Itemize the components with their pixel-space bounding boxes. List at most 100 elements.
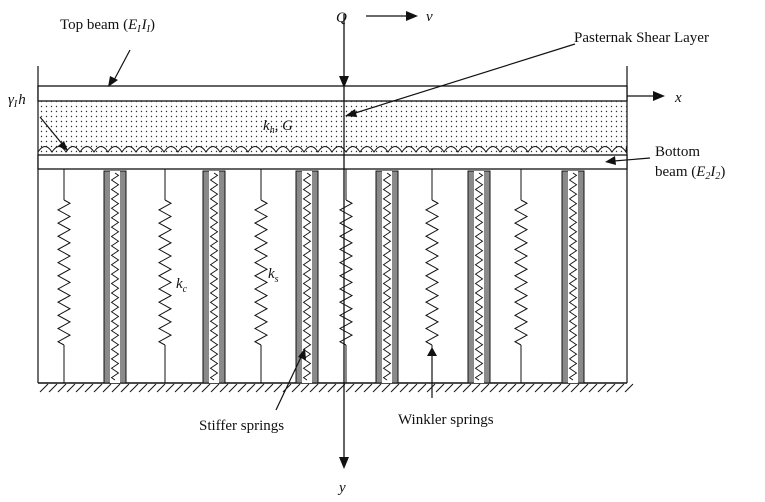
hatch-mark xyxy=(111,383,121,393)
hatch-mark xyxy=(480,383,490,393)
hatch-mark xyxy=(390,383,400,393)
top-beam-label: Top beam (EIII) xyxy=(60,17,155,35)
hatch-mark xyxy=(615,383,625,393)
hatch-mark xyxy=(120,383,130,393)
stiffer-springs-leader xyxy=(275,354,303,411)
hatch-mark xyxy=(93,383,103,393)
hatch-mark xyxy=(444,383,454,393)
stiffer-spring xyxy=(295,170,319,384)
bottom-beam-label-line2: beam (E2I2) xyxy=(655,164,725,182)
hatch-mark xyxy=(516,383,526,393)
y-axis-label: y xyxy=(337,480,346,496)
hatch-mark xyxy=(561,383,571,393)
hatch-mark xyxy=(606,383,616,393)
ks-label: ks xyxy=(268,266,279,285)
hatch-mark xyxy=(255,383,265,393)
top-beam xyxy=(37,85,628,102)
ground-hatching xyxy=(39,383,634,393)
hatch-mark xyxy=(534,383,544,393)
winkler-springs-label: Winkler springs xyxy=(398,412,494,428)
hatch-mark xyxy=(102,383,112,393)
bottom-beam xyxy=(37,154,628,170)
gamma-h-label: γIh xyxy=(8,92,26,110)
winkler-spring xyxy=(157,169,173,383)
stiffer-spring xyxy=(202,170,226,384)
gamma-leader-head xyxy=(58,141,68,151)
hatch-mark xyxy=(453,383,463,393)
winkler-spring xyxy=(513,169,529,383)
hatch-mark xyxy=(624,383,634,393)
hatch-mark xyxy=(57,383,67,393)
hatch-mark xyxy=(264,383,274,393)
top-beam-leader-head xyxy=(108,76,118,87)
velocity-label: v xyxy=(426,9,433,25)
hatch-mark xyxy=(192,383,202,393)
hatch-mark xyxy=(183,383,193,393)
hatch-mark xyxy=(507,383,517,393)
hatch-mark xyxy=(309,383,319,393)
kc-label: kc xyxy=(176,276,188,295)
hatch-mark xyxy=(579,383,589,393)
hatch-mark xyxy=(525,383,535,393)
hatch-mark xyxy=(462,383,472,393)
stiffer-spring xyxy=(467,170,491,384)
hatch-mark xyxy=(129,383,139,393)
shear-layer-leader-head xyxy=(345,109,357,117)
load-label: Q xyxy=(336,10,347,26)
winkler-springs-group xyxy=(56,169,529,383)
hatch-mark xyxy=(372,383,382,393)
stiffer-springs-group xyxy=(103,170,585,384)
hatch-mark xyxy=(246,383,256,393)
hatch-mark xyxy=(138,383,148,393)
hatch-mark xyxy=(327,383,337,393)
hatch-mark xyxy=(165,383,175,393)
hatch-mark xyxy=(201,383,211,393)
hatch-mark xyxy=(147,383,157,393)
hatch-mark xyxy=(273,383,283,393)
stiffer-spring xyxy=(103,170,127,384)
kh-g-label: kh, G xyxy=(263,118,293,136)
top-beam-leader xyxy=(112,49,131,83)
shear-layer-leader xyxy=(351,43,576,115)
hatch-mark xyxy=(174,383,184,393)
hatch-mark xyxy=(228,383,238,393)
stiffer-springs-label: Stiffer springs xyxy=(199,418,284,434)
gamma-leader xyxy=(39,116,64,146)
velocity-arrowhead xyxy=(406,11,418,21)
stiffer-spring xyxy=(375,170,399,384)
hatch-mark xyxy=(489,383,499,393)
hatch-mark xyxy=(84,383,94,393)
hatch-mark xyxy=(219,383,229,393)
stiffer-spring xyxy=(561,170,585,384)
winkler-springs-leader-head xyxy=(427,347,437,356)
hatch-mark xyxy=(471,383,481,393)
bottom-beam-leader-head xyxy=(605,156,616,165)
hatch-mark xyxy=(426,383,436,393)
hatch-mark xyxy=(237,383,247,393)
bottom-beam-label-line1: Bottom xyxy=(655,144,700,160)
shear-layer-label: Pasternak Shear Layer xyxy=(574,30,709,46)
hatch-mark xyxy=(498,383,508,393)
hatch-mark xyxy=(363,383,373,393)
hatch-mark xyxy=(552,383,562,393)
hatch-mark xyxy=(435,383,445,393)
hatch-mark xyxy=(381,383,391,393)
shear-layer-wavy-edge xyxy=(37,146,628,154)
hatch-mark xyxy=(588,383,598,393)
hatch-mark xyxy=(399,383,409,393)
hatch-mark xyxy=(597,383,607,393)
y-axis-arrowhead xyxy=(339,457,349,469)
winkler-spring xyxy=(338,169,354,383)
hatch-mark xyxy=(570,383,580,393)
stiffer-springs-leader-head xyxy=(298,348,306,360)
hatch-mark xyxy=(417,383,427,393)
hatch-mark xyxy=(354,383,364,393)
winkler-spring xyxy=(253,169,269,383)
winkler-spring xyxy=(56,169,72,383)
hatch-mark xyxy=(39,383,49,393)
hatch-mark xyxy=(543,383,553,393)
load-arrowhead xyxy=(339,76,349,88)
hatch-mark xyxy=(75,383,85,393)
